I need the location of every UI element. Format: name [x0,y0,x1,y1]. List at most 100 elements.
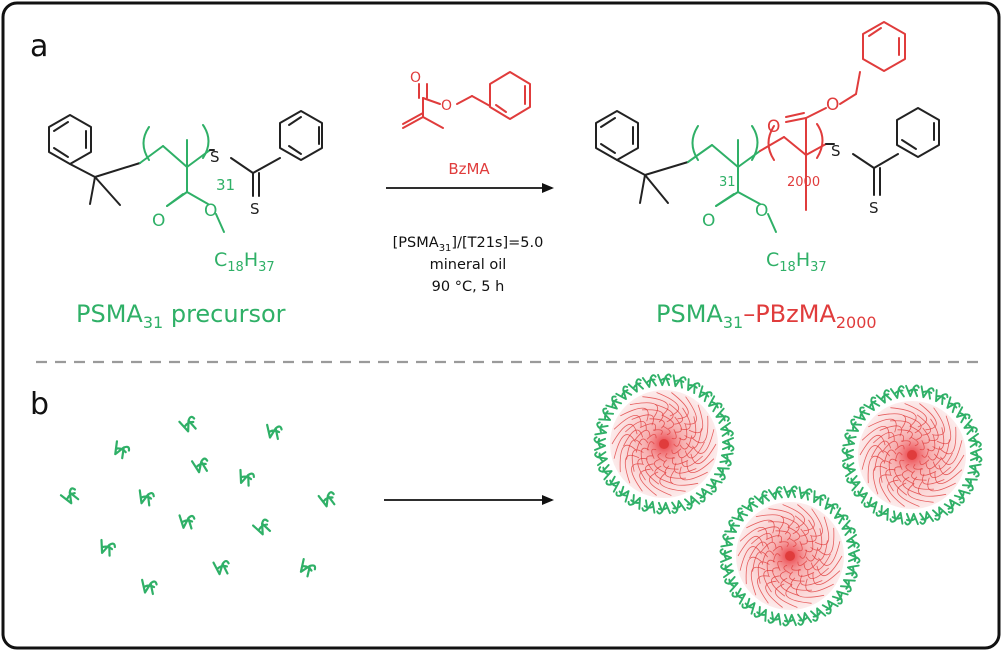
corona-chain-icon [969,448,983,463]
corona-chain-icon [841,519,856,536]
corona-chain-icon [720,533,735,548]
free-chain-icon [141,578,158,596]
corona-chain-icon [920,385,935,400]
corona-chain-icon [719,548,733,563]
precursor-sulfur-1: S [210,148,220,166]
precursor-alkyl-chain: C18H37 [214,249,275,275]
corona-chain-icon [839,579,856,593]
corona-chain-icon [810,607,827,622]
corona-chain-icon [767,486,783,500]
bzma-monomer-structure [402,71,531,129]
corona-chain-icon [627,493,641,510]
corona-chain-icon [943,499,961,514]
corona-chain-icon [594,421,609,436]
product-bz-carbonyl-oxygen: O [767,117,780,137]
corona-chain-icon [863,496,878,514]
corona-chain-icon [967,463,982,478]
corona-chain-icon [853,486,868,504]
product-ester-oxygen: O [755,201,768,221]
precursor-sulfur-2: S [250,200,260,218]
corona-chain-icon [724,519,741,533]
corona-chain-icon [767,611,782,626]
corona-chain-icon [720,421,734,437]
corona-chain-icon [889,510,904,525]
corona-chain-icon [946,396,961,414]
corona-chain-icon [731,507,749,522]
corona-chain-icon [594,451,608,467]
corona-chain-icon [695,488,713,503]
corona-chain-icon [598,407,615,421]
product-sulfur-1: S [831,142,841,160]
corona-chain-icon [719,452,734,467]
reagent-label: BzMA [448,160,490,178]
corona-chain-icon [919,511,935,525]
free-chain-icon [114,440,131,460]
corona-chain-icon [961,478,978,492]
free-chain-icon [252,518,272,536]
corona-chain-icon [753,490,770,505]
free-chain-icon [317,491,336,508]
corona-chain-icon [875,504,889,521]
corona-chain-icon [846,533,860,549]
corona-chain-icon [846,475,861,492]
corona-chain-icon [627,378,644,393]
panel-label-b: b [30,387,49,422]
corona-chain-icon [593,436,607,451]
corona-chain-icon [741,597,756,615]
corona-chain-icon [782,613,797,627]
precursor-dp-subscript: 31 [216,176,235,194]
panel-label-a: a [30,29,48,64]
corona-chain-icon [845,564,860,579]
precursor-ester-oxygen: O [204,201,217,221]
corona-chain-icon [656,501,671,515]
corona-chain-icon [687,378,701,395]
corona-chain-icon [721,437,735,452]
corona-chain-icon [797,612,813,626]
corona-chain-icon [615,485,630,503]
corona-chain-icon [671,500,687,514]
corona-chain-icon [956,406,971,424]
free-chain-icon [239,468,255,487]
free-chain-icon [266,423,283,441]
corona-chain-icon [968,432,982,448]
corona-chain-icon [731,587,746,605]
corona-chain-icon [847,549,861,564]
product-label: PSMA31–PBzMA2000 [656,300,877,332]
corona-chain-icon [905,384,920,398]
free-chain-icon [138,489,155,507]
corona-chain-icon [842,462,856,478]
bzma-ester-oxygen: O [441,98,452,114]
bzma-carbonyl-oxygen: O [410,70,421,86]
corona-chain-icon [821,600,839,615]
corona-chain-icon [605,395,623,410]
corona-chain-icon [720,563,734,579]
corona-chain-icon [863,396,881,411]
corona-chain-icon [824,497,839,515]
free-chain-icon [59,487,80,505]
product-bz-ester-oxygen: O [826,95,839,115]
free-chains-group [59,415,336,596]
corona-chain-icon [875,389,892,404]
corona-chain-icon [713,467,730,481]
corona-chain-icon [842,432,857,447]
corona-chain-icon [657,373,672,387]
corona-chain-icon [932,506,949,521]
corona-chain-icon [813,490,827,507]
corona-chain-icon [783,485,798,499]
product-alkyl-chain: C18H37 [766,249,827,275]
corona-chain-icon [834,507,849,525]
precursor-structure [48,110,323,233]
corona-chain-icon [705,478,723,493]
corona-chain-icon [641,499,656,514]
precursor-label: PSMA31 precursor [76,300,286,332]
corona-chain-icon [853,406,871,421]
corona-chain-icon [846,418,863,432]
corona-chain-icon [904,512,919,526]
condition-ratio: [PSMA31]/[T21s]=5.0 [393,235,544,254]
product-structure [595,21,940,233]
free-chain-icon [100,538,116,557]
free-chain-icon [178,514,196,530]
micelle-icon [610,390,718,498]
